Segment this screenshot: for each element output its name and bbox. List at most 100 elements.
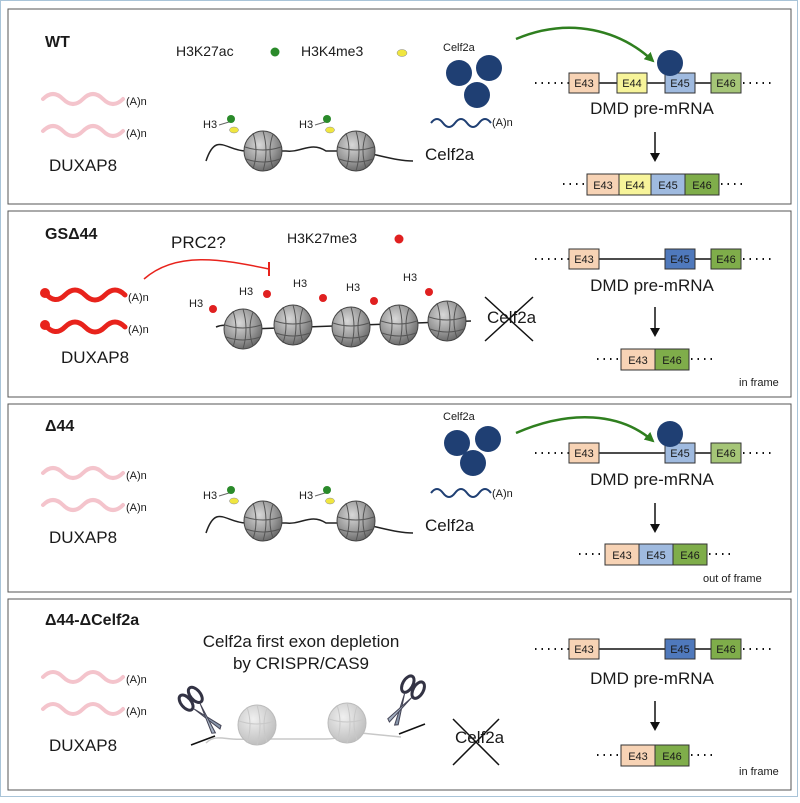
scissors-icon <box>380 672 429 731</box>
mark-legend: H3K27me3 <box>287 230 357 246</box>
chromatin-fiber <box>205 143 414 162</box>
cross-out-line <box>452 718 500 766</box>
h3k4me3-mark <box>325 126 335 134</box>
crispr-line-2: by CRISPR/CAS9 <box>233 654 369 673</box>
exon-label: E43 <box>574 448 594 460</box>
celf-protein-bound <box>657 50 683 76</box>
premrna-label: DMD pre-mRNA <box>590 669 714 688</box>
h3k27ac-mark <box>227 115 235 123</box>
chromatin-fiber <box>205 732 402 744</box>
h3k27me3-mark <box>370 297 378 305</box>
celf-gene-label: Celf2a <box>487 308 537 327</box>
celf-protein <box>446 60 472 86</box>
exon-label: E45 <box>670 254 690 266</box>
nucleosome <box>379 304 419 346</box>
exon-label: E44 <box>622 78 642 90</box>
exon-label: E45 <box>670 448 690 460</box>
frame-note: in frame <box>739 766 779 778</box>
histone-tail <box>314 492 326 497</box>
binding-arrow <box>515 416 655 443</box>
h3k27ac-dot <box>270 47 280 57</box>
crispr-line-1: Celf2a first exon depletion <box>203 632 400 651</box>
celf-protein <box>475 426 501 452</box>
exon-box <box>672 543 708 566</box>
polya-label: (A)n <box>126 706 147 718</box>
h3k4me3-dot <box>396 49 408 57</box>
mark-legend-1: H3K27ac <box>176 43 234 59</box>
polya-label: (A)n <box>128 324 149 336</box>
panel-gs44: GSΔ44 (A)n (A)n DUXAP8 PRC2? H3K27me3 H3… <box>40 226 779 389</box>
exon-box <box>654 348 690 371</box>
histone-label: H3 <box>203 119 217 131</box>
lnc-rna-squiggle <box>41 466 125 480</box>
exon-label: E45 <box>670 78 690 90</box>
exon-box <box>664 638 696 660</box>
celf-protein-bound <box>657 421 683 447</box>
exon-box <box>664 442 696 464</box>
histone-label: H3 <box>299 490 313 502</box>
inhibition-arc <box>143 259 270 280</box>
polya-label: (A)n <box>492 488 513 500</box>
exon-label: E45 <box>658 180 678 192</box>
mark-legend-2: H3K4me3 <box>301 43 363 59</box>
exon-box <box>568 638 600 660</box>
exon-label: E46 <box>716 254 736 266</box>
exon-label: E46 <box>716 78 736 90</box>
lnc-rna-squiggle <box>42 319 128 335</box>
exon-label: E44 <box>625 180 645 192</box>
celf-mrna-squiggle <box>430 488 492 498</box>
polya-label: (A)n <box>126 502 147 514</box>
h3k27me3-mark <box>425 288 433 296</box>
celf-gene-label: Celf2a <box>425 516 475 535</box>
lnc-rna-squiggle <box>41 498 125 512</box>
h3k27ac-mark <box>323 486 331 494</box>
histone-label: H3 <box>293 278 307 290</box>
exon-box <box>616 72 648 94</box>
polya-label: (A)n <box>126 96 147 108</box>
celf-protein-label: Celf2a <box>443 42 476 54</box>
h3k4me3-mark <box>229 497 239 505</box>
exon-box <box>664 72 696 94</box>
panel-gs44-box <box>7 210 792 398</box>
exon-label: E43 <box>628 355 648 367</box>
h3k4me3-mark <box>325 497 335 505</box>
scissors-icon <box>175 683 228 740</box>
h3k4me3-mark <box>229 126 239 134</box>
panel-title: Δ44-ΔCelf2a <box>45 612 139 629</box>
nucleosome <box>273 304 313 346</box>
lnc-label: DUXAP8 <box>49 528 117 547</box>
nucleosome <box>336 500 376 542</box>
histone-label: H3 <box>299 119 313 131</box>
polya-label: (A)n <box>492 117 513 129</box>
premrna-label: DMD pre-mRNA <box>590 99 714 118</box>
h3k27ac-mark <box>323 115 331 123</box>
frame-note: out of frame <box>703 573 762 585</box>
panel-d44-box <box>7 403 792 593</box>
premrna-label: DMD pre-mRNA <box>590 470 714 489</box>
histone-label: H3 <box>346 282 360 294</box>
exon-label: E45 <box>670 644 690 656</box>
panel-title: WT <box>45 34 70 51</box>
panel-d44-dcelf-box <box>7 598 792 791</box>
nucleosome <box>427 300 467 342</box>
nucleosome <box>243 500 283 542</box>
panel-d44: Δ44 (A)n (A)n DUXAP8 H3 H3 Celf2a (A)n C… <box>41 411 773 585</box>
lnc-label: DUXAP8 <box>49 736 117 755</box>
exon-box <box>654 744 690 767</box>
h3k27me3-mark <box>319 294 327 302</box>
cut-dna-end <box>190 735 216 746</box>
h3k27me3-mark <box>263 290 271 298</box>
polya-label: (A)n <box>126 128 147 140</box>
lnc-rna-squiggle <box>41 670 125 684</box>
exon-label: E46 <box>716 448 736 460</box>
prc2-label: PRC2? <box>171 233 226 252</box>
exon-label: E43 <box>574 78 594 90</box>
nucleosome <box>237 704 277 746</box>
exon-label: E43 <box>628 751 648 763</box>
celf-gene-label: Celf2a <box>425 145 475 164</box>
binding-arrow <box>515 26 655 63</box>
celf-protein-label: Celf2a <box>443 411 476 423</box>
lnc-label: DUXAP8 <box>61 348 129 367</box>
celf-protein <box>444 430 470 456</box>
